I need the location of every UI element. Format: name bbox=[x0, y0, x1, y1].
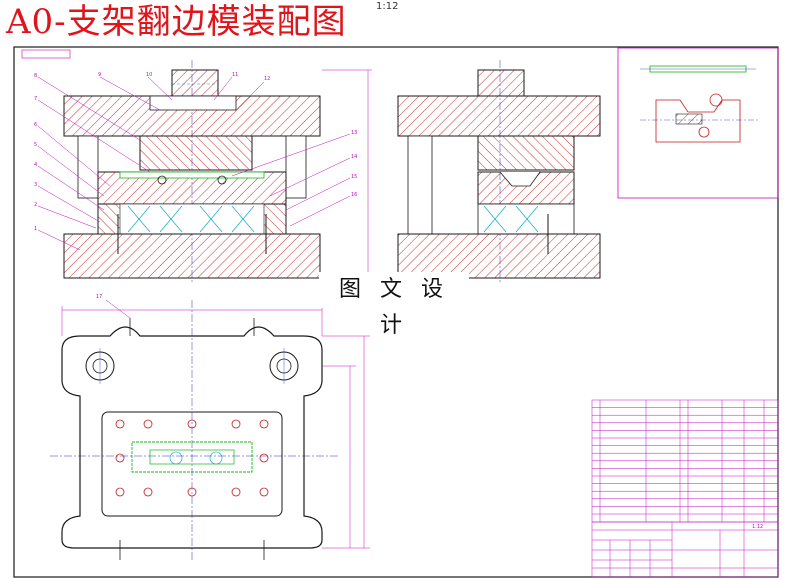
watermark-text: 图 文 设 计 bbox=[319, 272, 469, 338]
title-block-scale: 1:12 bbox=[752, 524, 763, 530]
die-shank bbox=[171, 69, 219, 97]
plan-view: 17 bbox=[50, 294, 370, 560]
callout-8: 8 bbox=[34, 73, 37, 79]
title-block bbox=[591, 521, 779, 578]
die-block-plan bbox=[101, 411, 283, 517]
scale-label: 1:12 bbox=[376, 1, 399, 12]
parts-list bbox=[591, 399, 779, 523]
callout-16: 16 bbox=[351, 192, 357, 198]
callout-4: 4 bbox=[34, 162, 37, 168]
callout-5: 5 bbox=[34, 142, 37, 148]
drawing-frame bbox=[13, 46, 779, 578]
punch-plate bbox=[139, 135, 253, 171]
callout-14: 14 bbox=[351, 154, 357, 160]
drawing-title: A0-支架翻边模装配图 bbox=[6, 2, 347, 42]
callout-9: 9 bbox=[98, 72, 101, 78]
guide-sleeve-left bbox=[77, 135, 99, 199]
callout-13: 13 bbox=[351, 130, 357, 136]
guide-sleeve-right bbox=[285, 135, 307, 199]
callout-3: 3 bbox=[34, 182, 37, 188]
callout-17: 17 bbox=[96, 294, 102, 300]
callout-2: 2 bbox=[34, 202, 37, 208]
front-section-view: 8 9 10 11 12 7 6 5 4 3 2 1 13 14 15 16 bbox=[34, 60, 372, 282]
workpiece-outline bbox=[131, 441, 253, 473]
callout-10: 10 bbox=[146, 72, 152, 78]
callout-6: 6 bbox=[34, 122, 37, 128]
lower-die-plate bbox=[63, 233, 321, 279]
callout-12: 12 bbox=[264, 76, 270, 82]
callout-1: 1 bbox=[34, 226, 37, 232]
frame-tag-box bbox=[21, 49, 71, 59]
lower-die-plate-outline bbox=[61, 326, 323, 549]
side-section-view bbox=[397, 60, 601, 282]
callout-15: 15 bbox=[351, 174, 357, 180]
callout-7: 7 bbox=[34, 96, 37, 102]
callout-11: 11 bbox=[232, 72, 238, 78]
part-sheet bbox=[617, 47, 779, 199]
